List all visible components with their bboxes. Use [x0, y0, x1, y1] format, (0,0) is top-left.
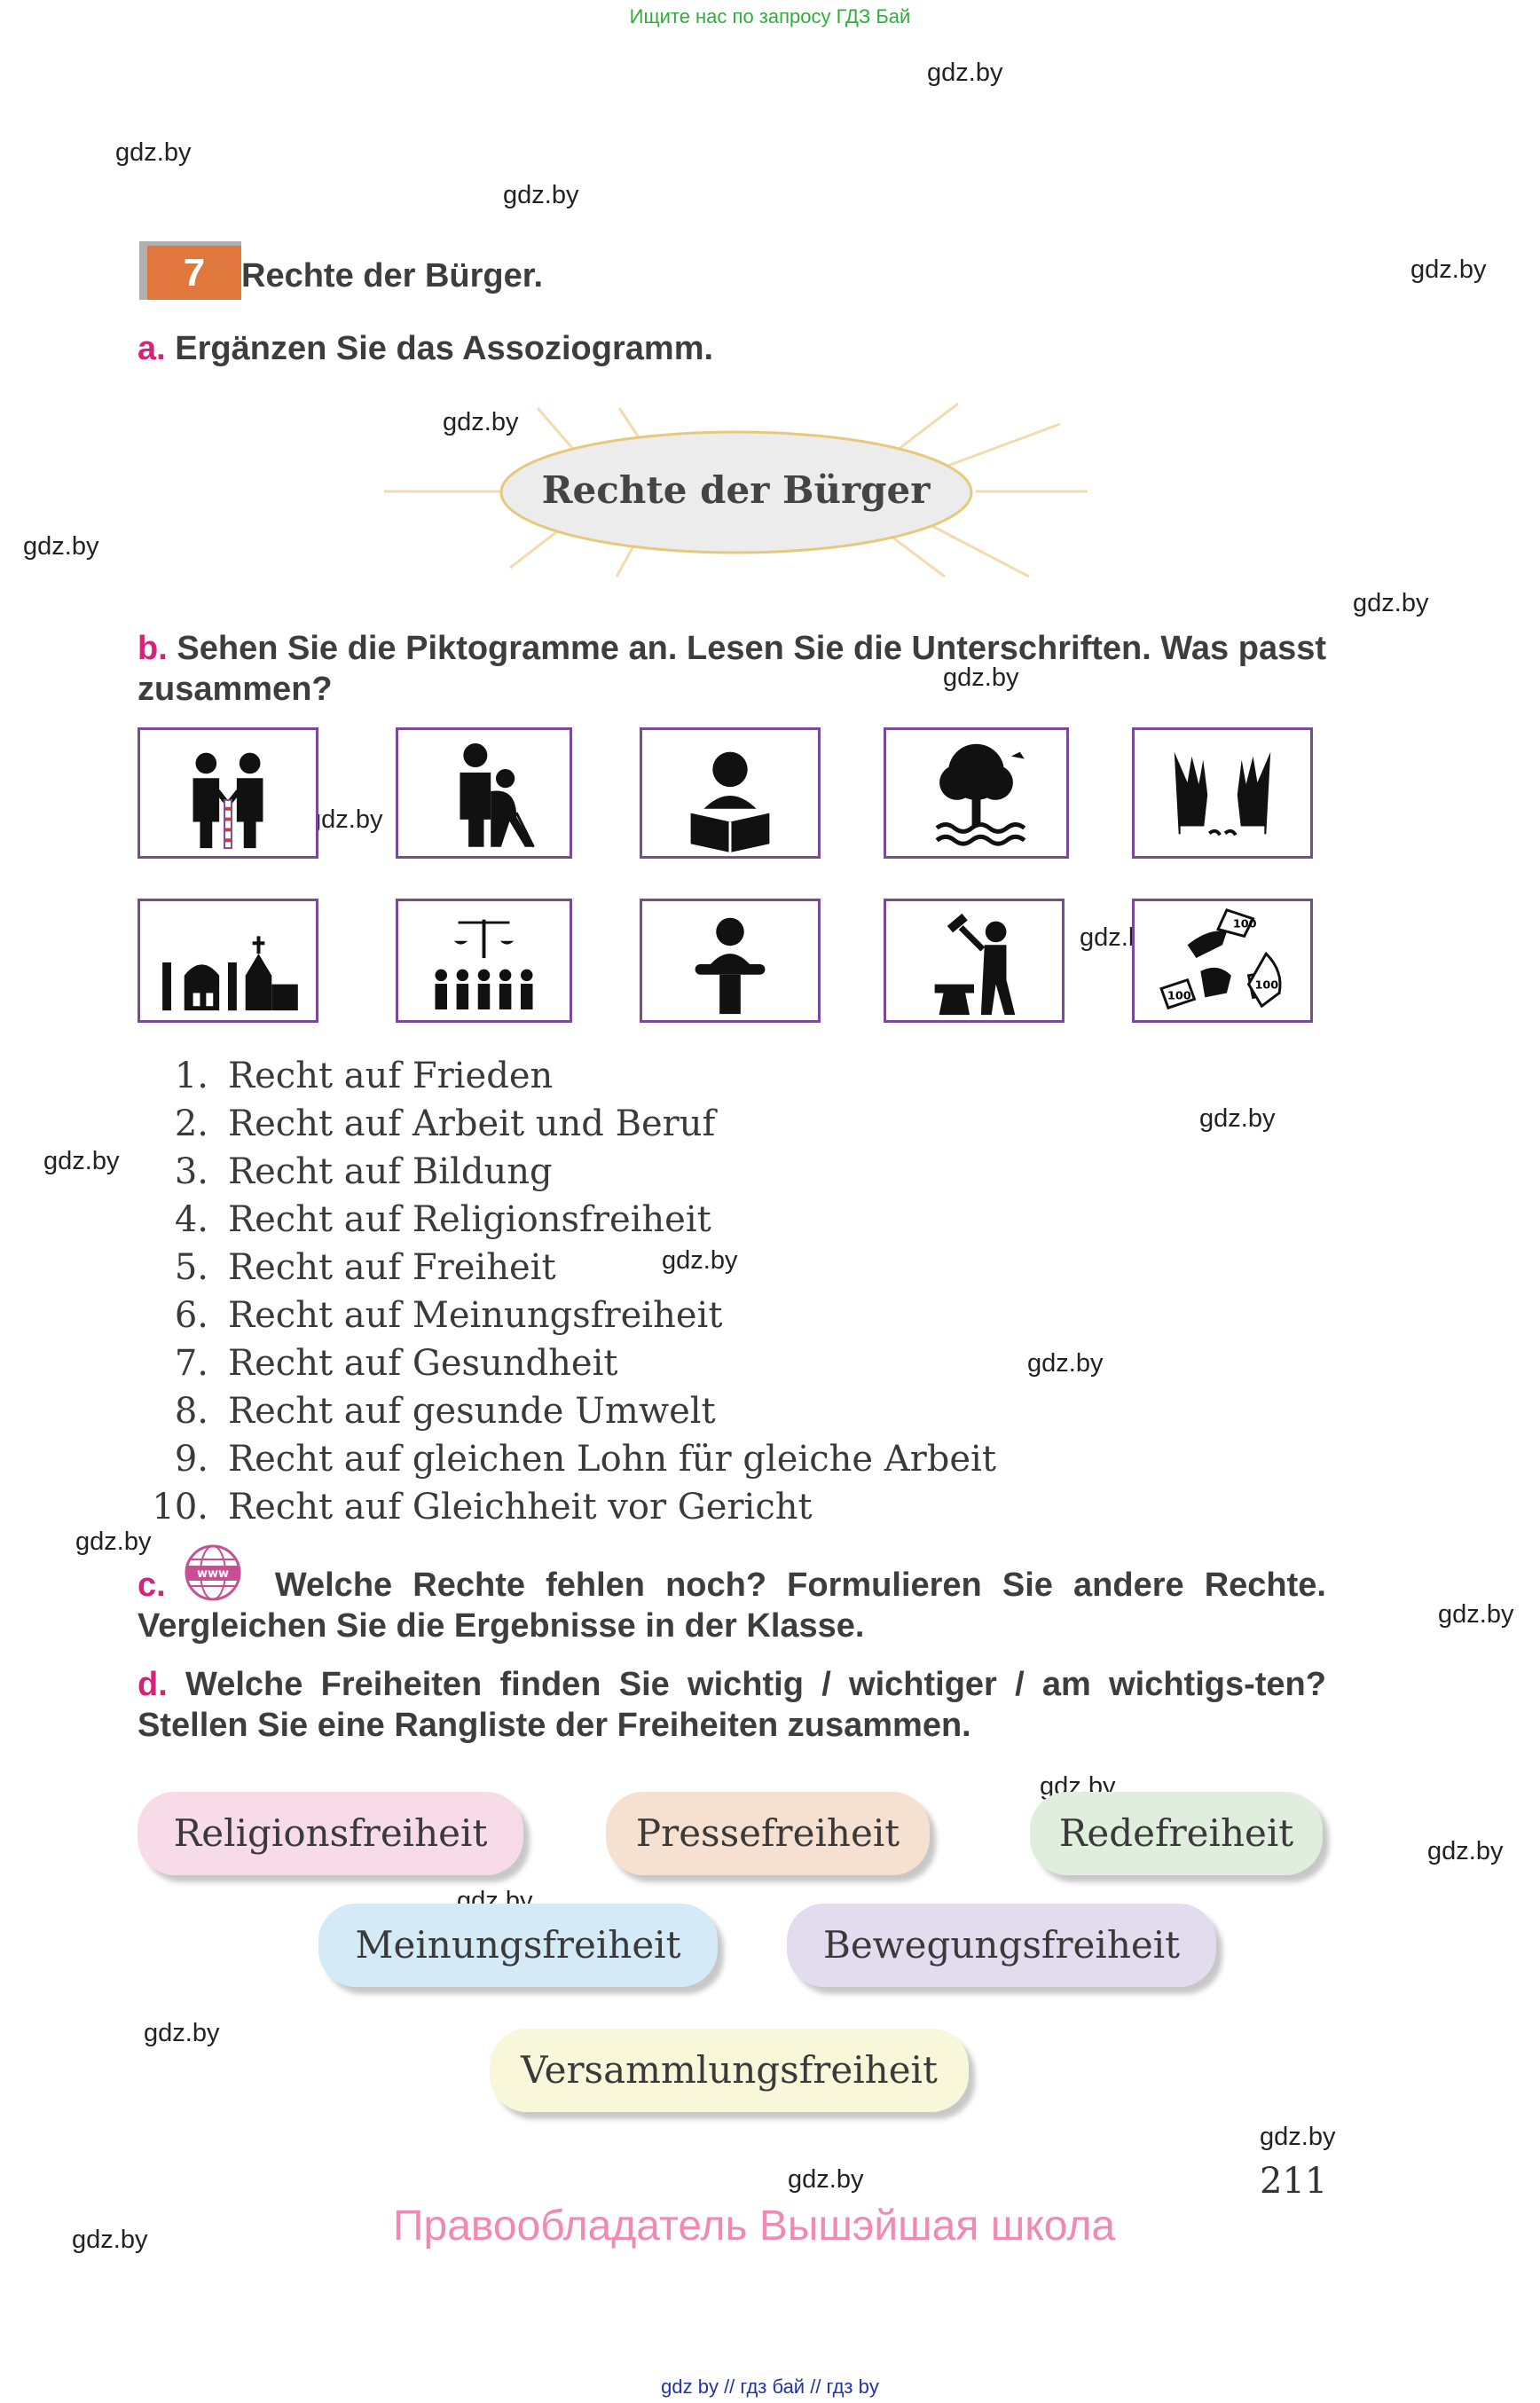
watermark: gdz.by: [1438, 1600, 1514, 1629]
task-text: Sehen Sie die Piktogramme an. Lesen Sie …: [138, 630, 1327, 708]
list-text: Recht auf Religionsfreiheit: [228, 1199, 711, 1240]
watermark: gdz.by: [72, 2226, 148, 2254]
watermark: gdz.by: [1027, 1349, 1104, 1378]
list-item: 6. Recht auf Meinungsfreiheit: [120, 1295, 723, 1336]
freedom-pill: Religionsfreiheit: [138, 1792, 523, 1875]
freedom-pill: Bewegungsfreiheit: [787, 1904, 1216, 1987]
assoziogramm: [384, 402, 1088, 578]
religion-buildings-icon: [138, 899, 318, 1023]
freedom-pill: Meinungsfreiheit: [318, 1904, 718, 1987]
watermark: gdz.by: [307, 805, 383, 834]
list-item: 2. Recht auf Arbeit und Beruf: [120, 1103, 716, 1144]
freedom-pill: Versammlungsfreiheit: [490, 2029, 969, 2112]
list-item: 9. Recht auf gleichen Lohn für gleiche Ar…: [120, 1439, 996, 1480]
task-letter: b.: [138, 630, 168, 667]
list-number: 1.: [174, 1056, 208, 1096]
www-icon: www: [182, 1542, 244, 1604]
list-number: 4.: [174, 1199, 208, 1240]
watermark: gdz.by: [1260, 2123, 1336, 2151]
watermark: gdz.by: [662, 1246, 738, 1275]
broken-chains-icon: [1132, 727, 1313, 859]
list-text: Recht auf Frieden: [228, 1056, 554, 1096]
task-d: d. Welche Freiheiten finden Sie wichtig …: [138, 1664, 1326, 1746]
watermark: gdz.by: [144, 2019, 220, 2047]
list-number: 8.: [174, 1391, 208, 1432]
freedom-pill: Redefreiheit: [1030, 1792, 1323, 1875]
list-text: Recht auf Gesundheit: [228, 1343, 618, 1384]
list-number: 7.: [174, 1343, 208, 1384]
watermark: gdz.by: [443, 408, 519, 436]
list-text: Recht auf Arbeit und Beruf: [228, 1103, 716, 1144]
task-c: c. Welche Rechte fehlen noch? Formuliere…: [138, 1565, 1326, 1646]
list-number: 6.: [174, 1295, 208, 1336]
exercise-number: 7: [147, 246, 241, 300]
bottom-links[interactable]: gdz by // гдз бай // гдз by: [661, 2376, 879, 2398]
watermark: gdz.by: [788, 2165, 864, 2194]
money-label: 100: [1167, 989, 1191, 1002]
nature-tree-icon: [884, 727, 1069, 859]
watermark: gdz.by: [503, 181, 579, 209]
list-item: 5. Recht auf Freiheit: [120, 1247, 556, 1288]
money-label: 100: [1254, 979, 1278, 993]
list-item: 4. Recht auf Religionsfreiheit: [120, 1199, 711, 1240]
list-text: Recht auf gesunde Umwelt: [228, 1391, 716, 1432]
task-text: Ergänzen Sie das Assoziogramm.: [175, 330, 714, 367]
list-text: Recht auf Bildung: [228, 1151, 553, 1192]
list-number: 10.: [152, 1487, 208, 1527]
money-label: 100: [1233, 918, 1257, 931]
justice-scales-icon: [396, 899, 572, 1023]
task-b: b. Sehen Sie die Piktogramme an. Lesen S…: [138, 628, 1326, 710]
money-hands-icon: 100 100 100: [1132, 899, 1313, 1023]
task-letter: d.: [138, 1666, 168, 1703]
watermark: gdz.by: [1353, 589, 1429, 617]
list-item: 10. Recht auf Gleichheit vor Gericht: [120, 1487, 813, 1527]
top-banner: Ищите нас по запросу ГДЗ Бай: [629, 5, 911, 27]
list-number: 9.: [174, 1439, 208, 1480]
watermark: gdz.by: [927, 59, 1003, 87]
watermark: gdz.by: [43, 1147, 120, 1175]
task-text: Welche Rechte fehlen noch? Formulieren S…: [138, 1567, 1326, 1645]
list-item: 7. Recht auf Gesundheit: [120, 1343, 618, 1384]
speaker-podium-icon: [640, 899, 821, 1023]
copyright-note: Правообладатель Вышэйшая школа: [393, 2203, 1116, 2250]
list-text: Recht auf Meinungsfreiheit: [228, 1295, 723, 1336]
handshake-icon: [138, 727, 318, 859]
task-text: Welche Freiheiten finden Sie wichtig / w…: [138, 1666, 1326, 1744]
watermark: gdz.by: [115, 138, 192, 167]
list-number: 5.: [174, 1247, 208, 1288]
exercise-title: Rechte der Bürger.: [241, 257, 543, 294]
list-number: 3.: [174, 1151, 208, 1192]
list-text: Recht auf Gleichheit vor Gericht: [228, 1487, 813, 1527]
list-item: 1. Recht auf Frieden: [120, 1056, 553, 1096]
freedom-pill: Pressefreiheit: [606, 1792, 930, 1875]
watermark: gdz.by: [23, 532, 99, 561]
list-item: 8. Recht auf gesunde Umwelt: [120, 1391, 716, 1432]
reading-icon: [640, 727, 821, 859]
task-a: a. Ergänzen Sie das Assoziogramm.: [138, 328, 1326, 369]
www-label: www: [197, 1567, 229, 1581]
list-item: 3. Recht auf Bildung: [120, 1151, 553, 1192]
list-text: Recht auf gleichen Lohn für gleiche Arbe…: [228, 1439, 996, 1480]
page-number: 211: [1260, 2161, 1328, 2202]
list-number: 2.: [174, 1103, 208, 1144]
list-text: Recht auf Freiheit: [228, 1247, 556, 1288]
assoziogramm-center-label: Rechte der Bürger: [541, 468, 931, 512]
watermark: gdz.by: [1199, 1104, 1276, 1133]
watermark: gdz.by: [1427, 1837, 1504, 1865]
watermark: gdz.by: [1410, 255, 1487, 284]
task-letter: a.: [138, 330, 166, 367]
watermark: gdz.by: [943, 664, 1019, 692]
task-letter: c.: [138, 1567, 166, 1604]
caregiver-icon: [396, 727, 572, 859]
blacksmith-icon: [884, 899, 1065, 1023]
watermark: gdz.by: [75, 1527, 152, 1556]
